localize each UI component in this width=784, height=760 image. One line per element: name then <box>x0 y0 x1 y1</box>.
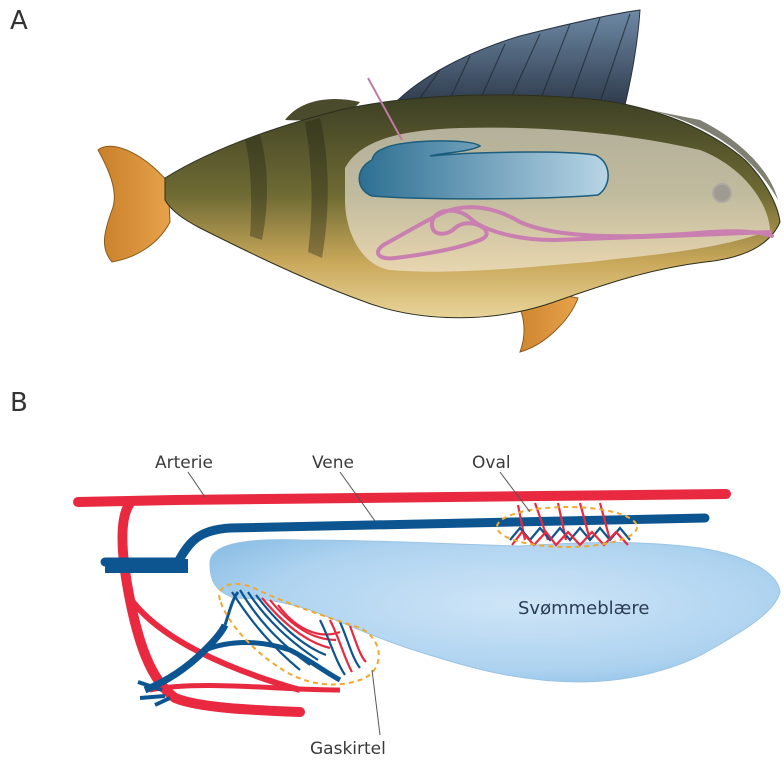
arterie-leader <box>188 472 205 497</box>
label-oval: Oval <box>472 453 511 473</box>
swim-bladder <box>210 540 780 682</box>
label-svommeblaere: Svømmeblære <box>518 598 649 619</box>
label-arterie: Arterie <box>155 453 213 473</box>
oval-outline <box>497 507 637 547</box>
gaskirtel-leader <box>372 670 380 735</box>
swim-bladder-diagram: Arterie Vene Oval Svømmeblære Gaskirtel <box>78 453 780 759</box>
fish-illustration <box>98 10 780 352</box>
label-vene: Vene <box>312 453 354 473</box>
artery-main <box>78 494 726 502</box>
label-gaskirtel: Gaskirtel <box>310 739 386 759</box>
tail-fin <box>98 146 170 262</box>
